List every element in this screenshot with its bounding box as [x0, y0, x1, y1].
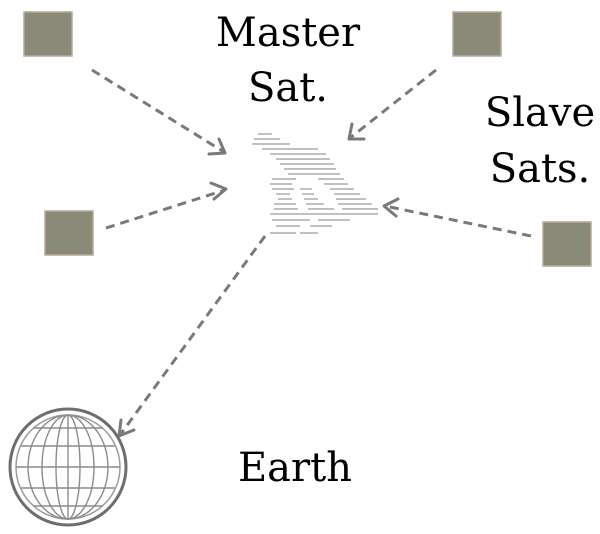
link-top-right	[347, 68, 437, 141]
slave-satellite-mid-right	[542, 221, 592, 267]
slave-satellite-top-right	[452, 11, 502, 57]
slave-label-line2: Sats.	[490, 146, 591, 192]
master-label-line2: Sat.	[248, 65, 328, 111]
link-mid-left	[105, 181, 228, 230]
master-satellite-icon	[252, 133, 378, 234]
slave-label-line1: Slave	[485, 90, 595, 136]
slave-satellite-mid-left	[44, 210, 94, 256]
earth-globe-icon	[8, 407, 128, 527]
slave-satellite-top-left	[23, 11, 73, 57]
earth-label: Earth	[238, 445, 352, 491]
master-label-line1: Master	[216, 10, 361, 56]
link-top-left	[91, 68, 227, 156]
link-mid-right	[382, 197, 532, 238]
link-master-to-earth	[117, 235, 267, 438]
